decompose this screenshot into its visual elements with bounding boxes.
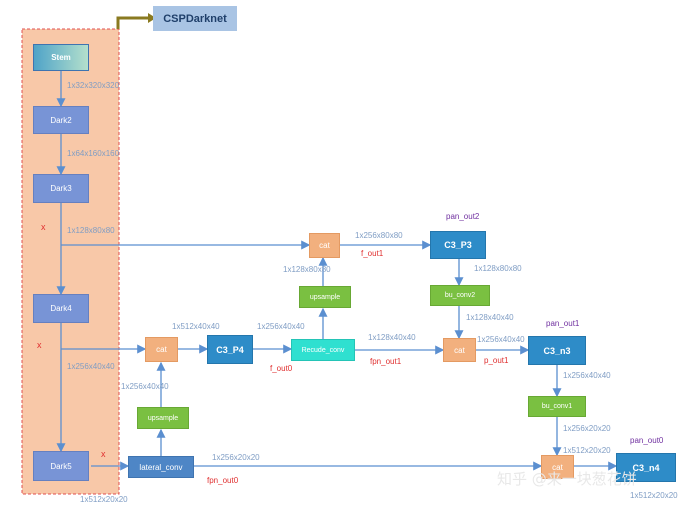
node-cat-2: cat — [309, 233, 340, 258]
shape-label: 1x32x320x320 — [67, 81, 120, 90]
output-label: fpn_out1 — [370, 357, 402, 366]
node-c3-n4: C3_n4 — [616, 453, 676, 482]
x-mark: x — [41, 222, 46, 232]
shape-label: 1x128x40x40 — [368, 333, 416, 342]
output-label: f_out0 — [270, 364, 293, 373]
output-label: p_out1 — [484, 356, 509, 365]
shape-label: 1x256x80x80 — [355, 231, 403, 240]
shape-label: 1x256x40x40 — [257, 322, 305, 331]
node-dark3: Dark3 — [33, 174, 89, 203]
shape-label: 1x512x20x20 — [80, 495, 128, 504]
title-pointer-arrow — [116, 16, 150, 29]
x-mark: x — [101, 449, 106, 459]
shape-label: 1x256x20x20 — [563, 424, 611, 433]
shape-label: 1x128x80x80 — [67, 226, 115, 235]
node-dark4: Dark4 — [33, 294, 89, 323]
shape-label: 1x128x80x80 — [474, 264, 522, 273]
output-label: f_out1 — [361, 249, 384, 258]
node-reduce-conv: Recude_conv — [291, 339, 355, 361]
node-dark5: Dark5 — [33, 451, 89, 481]
node-cat-4: cat — [541, 455, 574, 479]
node-upsample-2: upsample — [299, 286, 351, 308]
shape-label: 1x512x20x20 — [630, 491, 678, 500]
node-cat-3: cat — [443, 338, 476, 362]
node-c3-p4: C3_P4 — [207, 335, 253, 364]
shape-label: 1x256x40x40 — [477, 335, 525, 344]
shape-label: 1x256x20x20 — [212, 453, 260, 462]
shape-label: 1x64x160x160 — [67, 149, 120, 158]
node-cat-1: cat — [145, 337, 178, 362]
shape-label: 1x512x20x20 — [563, 446, 611, 455]
shape-label: 1x256x40x40 — [67, 362, 115, 371]
watermark: 知乎 @来一块葱花饼 — [497, 470, 637, 488]
shape-label: 1x128x40x40 — [466, 313, 514, 322]
node-c3-p3: C3_P3 — [430, 231, 486, 259]
node-lateral-conv: lateral_conv — [128, 456, 194, 478]
shape-label: 1x256x40x40 — [563, 371, 611, 380]
backbone-panel — [21, 28, 120, 495]
node-stem: Stem — [33, 44, 89, 71]
shape-label: 1x256x40x40 — [121, 382, 169, 391]
node-bu-conv1: bu_conv1 — [528, 396, 586, 417]
diagram-title: CSPDarknet — [153, 6, 237, 31]
pan-label: pan_out2 — [446, 212, 480, 221]
node-upsample-1: upsample — [137, 407, 189, 429]
node-c3-n3: C3_n3 — [528, 336, 586, 365]
pan-label: pan_out0 — [630, 436, 664, 445]
x-mark: x — [37, 340, 42, 350]
output-label: fpn_out0 — [207, 476, 239, 485]
shape-label: 1x512x40x40 — [172, 322, 220, 331]
node-bu-conv2: bu_conv2 — [430, 285, 490, 306]
shape-label: 1x128x80x80 — [283, 265, 331, 274]
pan-label: pan_out1 — [546, 319, 580, 328]
node-dark2: Dark2 — [33, 106, 89, 134]
